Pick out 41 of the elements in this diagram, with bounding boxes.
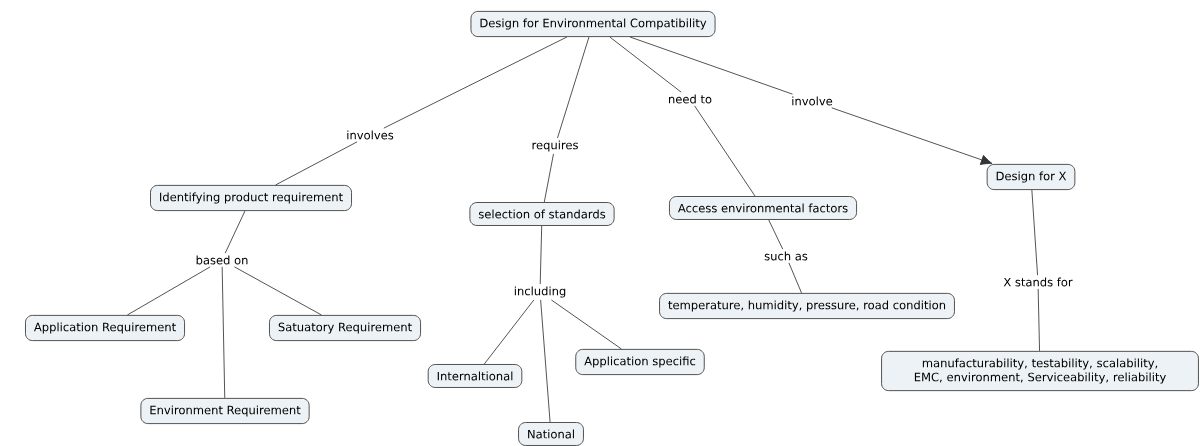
connector (557, 36, 590, 139)
linking-phrase: including (514, 286, 566, 298)
connector (275, 141, 358, 186)
connector (609, 36, 682, 93)
linking-phrase: involve (792, 96, 833, 106)
linking-phrase: X stands for (1003, 277, 1073, 287)
connector (629, 36, 793, 95)
concept-box: Design for X (986, 163, 1076, 190)
concept-box: Internaltional (427, 364, 523, 388)
concept-box: National (518, 422, 584, 446)
linking-phrase: based on (196, 255, 248, 265)
concept-box: Application Requirement (25, 314, 185, 342)
concept-box: Satuatory Requirement (269, 314, 421, 342)
connector (788, 262, 802, 294)
connector (483, 299, 535, 365)
linking-phrase: requires (532, 140, 578, 152)
concept-box: manufacturability, testability, scalability, EMC, environment, Serviceability, reliability (881, 350, 1199, 392)
concept-box: Design for Environmental Compatibility (470, 10, 716, 38)
connector (1031, 189, 1038, 276)
concept-box: selection of standards (469, 202, 615, 226)
connector (768, 219, 784, 250)
connector (383, 36, 568, 129)
connector (127, 266, 211, 316)
concept-box: Identifying product requirement (150, 184, 352, 211)
connector (221, 266, 226, 399)
linking-phrase: such as (764, 251, 808, 261)
connector (234, 266, 322, 316)
connector (694, 105, 756, 197)
concept-box: temperature, humidity, pressure, road condition (659, 292, 955, 320)
connector (550, 299, 622, 350)
connector (224, 210, 246, 254)
concept-box: Environment Requirement (140, 397, 310, 425)
linking-phrase: need to (669, 94, 712, 104)
connector (540, 299, 551, 423)
connector (1037, 288, 1040, 352)
concept-box: Access environmental factors (669, 196, 857, 220)
concept-box: Application specific (575, 348, 705, 376)
connector (539, 225, 543, 285)
connector (543, 153, 554, 203)
connector (831, 107, 993, 165)
linking-phrase: involves (347, 130, 394, 140)
